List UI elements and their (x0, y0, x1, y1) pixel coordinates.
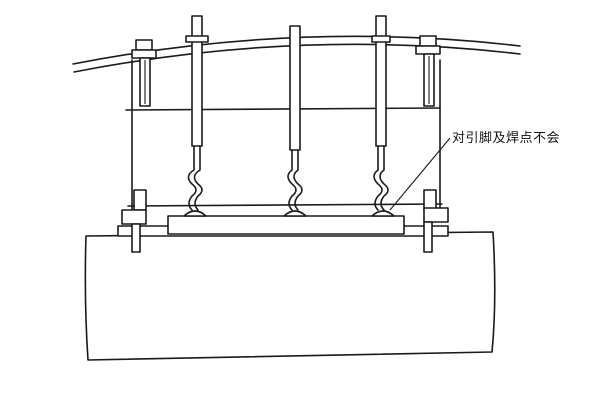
annotation-label: 对引脚及焊点不会 (452, 131, 561, 146)
component-body (167, 215, 405, 235)
right-upper-clip (415, 35, 441, 107)
left-upper-clip (131, 39, 157, 107)
lead-pin-2 (283, 25, 307, 217)
solder-joint-2 (283, 210, 307, 217)
solder-joint-3 (371, 210, 395, 217)
left-lower-clip (121, 189, 147, 253)
right-lower-clip (423, 189, 449, 253)
lead-pin-3 (371, 15, 395, 217)
solder-joint-1 (183, 210, 207, 217)
annotation-leader-line (389, 137, 451, 211)
lead-pin-1 (183, 15, 209, 217)
clamp-frame (125, 59, 443, 213)
base-block (84, 231, 496, 361)
